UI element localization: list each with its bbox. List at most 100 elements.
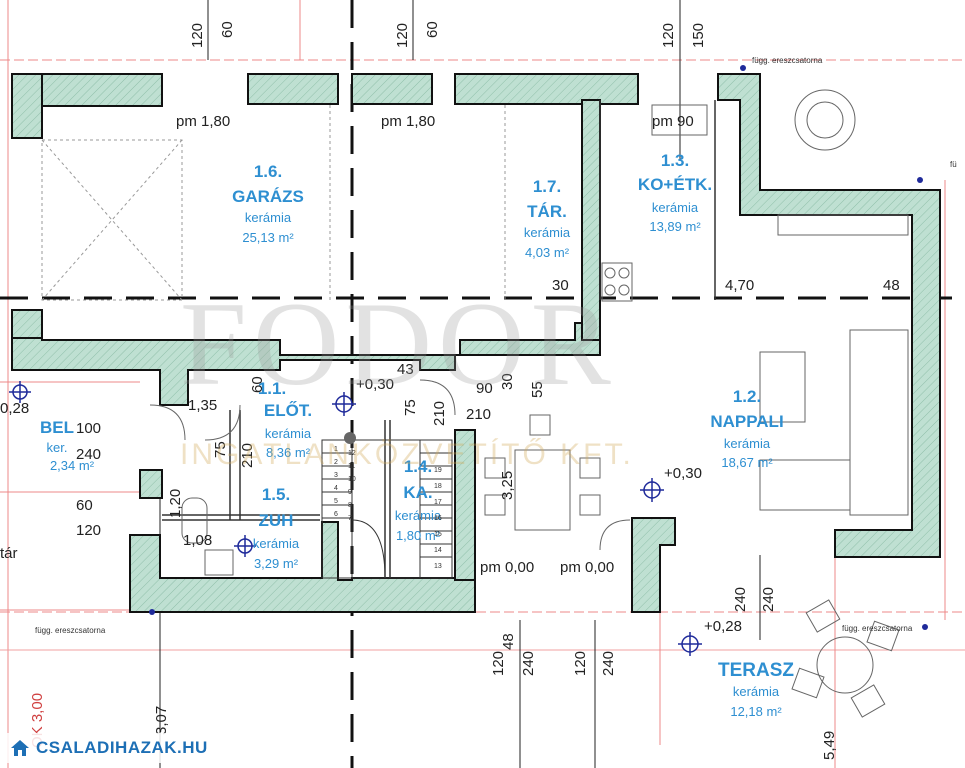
svg-text:3,25: 3,25	[499, 471, 516, 500]
svg-text:pm 0,00: pm 0,00	[480, 559, 534, 576]
level-marker-5	[9, 381, 31, 403]
stair-step-number: 19	[434, 467, 442, 474]
svg-text:150: 150	[690, 23, 707, 48]
gutter-labels: függ. ereszcsatorna függ. ereszcsatorna …	[35, 56, 957, 635]
room-elot: 1.1. ELŐT. kerámia 8,36 m²	[258, 379, 312, 460]
svg-text:függ. ereszcsatorna: függ. ereszcsatorna	[752, 56, 823, 65]
svg-text:ELŐT.: ELŐT.	[264, 401, 312, 420]
svg-text:2,34 m²: 2,34 m²	[50, 458, 95, 473]
svg-text:30: 30	[552, 277, 569, 294]
stair-step-number: 11	[348, 463, 355, 470]
svg-text:ZUH: ZUH	[259, 511, 294, 530]
level-marker-3	[640, 478, 664, 502]
svg-text:120: 120	[660, 23, 677, 48]
svg-text:pm 1,80: pm 1,80	[381, 113, 435, 130]
svg-text:4,70: 4,70	[725, 277, 754, 294]
svg-text:120: 120	[76, 522, 101, 539]
svg-text:0,28: 0,28	[0, 400, 29, 417]
svg-text:1,20: 1,20	[167, 489, 184, 518]
sink-outline	[651, 104, 708, 136]
gutter-markers	[149, 65, 928, 630]
svg-text:fü: fü	[950, 160, 957, 169]
stair-step-number: 8	[348, 502, 352, 509]
svg-text:55: 55	[529, 381, 546, 398]
svg-text:kerámia: kerámia	[733, 684, 780, 699]
dimension-labels: 120 60 120 60 120 150 pm 1,80 pm 1,80 pm…	[0, 21, 900, 760]
svg-text:90: 90	[476, 380, 493, 397]
svg-text:120: 120	[572, 651, 589, 676]
room-ka: 1.4. KA. kerámia 1,80 m²	[395, 457, 442, 543]
svg-text:pm 90: pm 90	[652, 113, 694, 130]
svg-text:+0,30: +0,30	[664, 465, 702, 482]
svg-text:60: 60	[424, 21, 441, 38]
svg-text:240: 240	[760, 587, 777, 612]
basin-outline	[204, 549, 234, 576]
stairs	[321, 439, 453, 579]
svg-text:1.7.: 1.7.	[533, 177, 561, 196]
svg-text:240: 240	[76, 446, 101, 463]
svg-text:TERASZ: TERASZ	[718, 660, 794, 681]
svg-text:100: 100	[76, 420, 101, 437]
svg-text:75: 75	[212, 441, 229, 458]
level-marker-4	[678, 632, 702, 656]
toilet-outline	[181, 497, 208, 544]
svg-text:NAPPALI: NAPPALI	[710, 412, 783, 431]
stair-step-number: 13	[434, 563, 442, 570]
svg-text:kerámia: kerámia	[395, 508, 442, 523]
svg-text:függ. ereszcsatorna: függ. ereszcsatorna	[35, 626, 106, 635]
svg-text:kerámia: kerámia	[524, 225, 571, 240]
svg-text:3,07: 3,07	[153, 706, 170, 735]
level-markers	[9, 381, 702, 656]
svg-text:1,35: 1,35	[188, 397, 217, 414]
stair-step-number: 17	[434, 499, 442, 506]
svg-text:8,36 m²: 8,36 m²	[266, 445, 311, 460]
svg-text:kerámia: kerámia	[265, 426, 312, 441]
terrace-table	[816, 636, 874, 694]
svg-text:3,29 m²: 3,29 m²	[254, 556, 299, 571]
svg-text:5,49: 5,49	[821, 731, 838, 760]
svg-text:+0,30: +0,30	[356, 376, 394, 393]
site-badge[interactable]: CSALADIHAZAK.HU	[4, 733, 218, 763]
stair-step-number: 18	[434, 483, 442, 490]
level-marker-2	[234, 535, 256, 557]
stair-step-number: 1	[334, 446, 338, 453]
svg-text:kerámia: kerámia	[724, 436, 771, 451]
svg-text:BEL: BEL	[40, 418, 74, 437]
svg-text:210: 210	[466, 406, 491, 423]
svg-text:60: 60	[76, 497, 93, 514]
svg-text:TÁR.: TÁR.	[527, 202, 567, 221]
stair-step-number: 6	[334, 511, 338, 518]
interior-walls	[162, 100, 716, 578]
svg-text:60: 60	[249, 376, 266, 393]
svg-text:1,08: 1,08	[183, 532, 212, 549]
cooktop-outline	[601, 262, 633, 302]
svg-text:25,13 m²: 25,13 m²	[242, 230, 294, 245]
svg-text:240: 240	[732, 587, 749, 612]
plant-outline	[794, 89, 856, 151]
walls	[11, 73, 941, 613]
svg-text:1.6.: 1.6.	[254, 162, 282, 181]
stair-step-number: 5	[334, 498, 338, 505]
stair-step-number: 9	[348, 489, 352, 496]
svg-text:kerámia: kerámia	[652, 200, 699, 215]
svg-text:48: 48	[500, 633, 517, 650]
svg-text:GARÁZS: GARÁZS	[232, 187, 304, 206]
site-badge-label: CSALADIHAZAK.HU	[36, 738, 208, 757]
room-garazs: 1.6. GARÁZS kerámia 25,13 m²	[232, 162, 304, 245]
dining-table	[514, 449, 571, 531]
room-labels: 1.6. GARÁZS kerámia 25,13 m² 1.7. TÁR. k…	[40, 151, 794, 719]
stair-step-number: 12	[348, 450, 356, 457]
svg-text:1.1.: 1.1.	[258, 379, 286, 398]
svg-text:12,18 m²: 12,18 m²	[730, 704, 782, 719]
room-ko-etk: 1.3. KO+ÉTK. kerámia 13,89 m²	[638, 151, 712, 234]
dimension-axes	[159, 0, 761, 768]
door-arc-1	[149, 404, 186, 441]
svg-text:1,80 m²: 1,80 m²	[396, 528, 441, 543]
stair-step-number: 7	[348, 515, 352, 522]
svg-text:43: 43	[397, 361, 414, 378]
svg-text:1.5.: 1.5.	[262, 485, 290, 504]
furniture	[149, 89, 909, 718]
svg-text:pm 1,80: pm 1,80	[176, 113, 230, 130]
